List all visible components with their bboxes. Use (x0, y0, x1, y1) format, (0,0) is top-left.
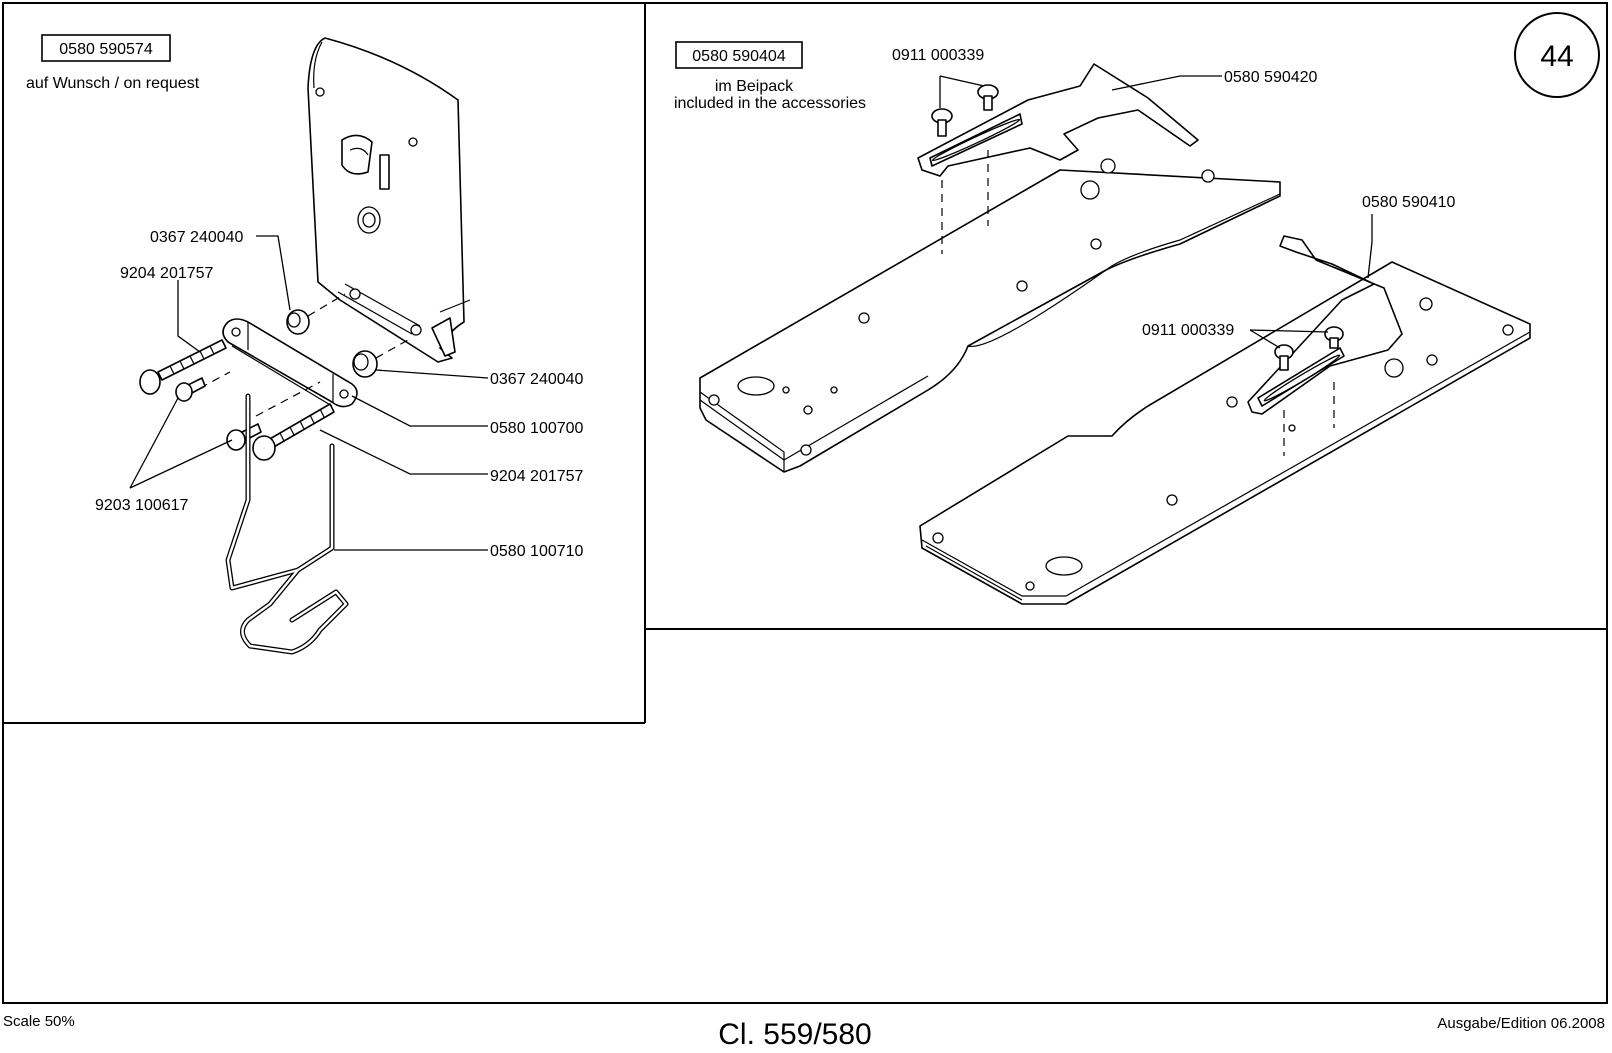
screw-lower-drawing (253, 404, 334, 460)
label-spacer-right: 0367 240040 (490, 371, 584, 388)
kit-number-left: 0580 590574 (59, 41, 153, 58)
page-number-badge: 44 (1515, 13, 1599, 97)
label-guide-top: 0580 590420 (1224, 69, 1318, 86)
kit-note-left: auf Wunsch / on request (26, 75, 200, 92)
label-bracket: 0580 100700 (490, 420, 584, 437)
footer-edition: Ausgabe/Edition 06.2008 (1437, 1015, 1605, 1032)
footer: Scale 50% Cl. 559/580 Ausgabe/Edition 06… (3, 1013, 1605, 1051)
left-panel: 0580 590574 auf Wunsch / on request (26, 35, 584, 652)
kit-note-de: im Beipack (715, 78, 794, 95)
footer-model: Cl. 559/580 (718, 1018, 871, 1051)
label-screw-lower: 9204 201757 (490, 468, 584, 485)
spacer-right-drawing (353, 351, 377, 377)
sheet-frame (3, 3, 1607, 1003)
kit-note-en: included in the accessories (674, 95, 866, 112)
label-wire-guide: 0580 100710 (490, 543, 584, 560)
label-screws-bottom: 0911 000339 (1142, 322, 1234, 339)
label-spacer-top: 0367 240040 (150, 229, 244, 246)
page-number: 44 (1540, 40, 1573, 73)
label-small-screws: 9203 100617 (95, 497, 189, 514)
label-screws-top: 0911 000339 (892, 47, 984, 64)
label-screw-upper: 9204 201757 (120, 265, 214, 282)
footer-scale: Scale 50% (3, 1013, 75, 1030)
bracket-drawing (223, 319, 357, 407)
spacer-top-drawing (287, 310, 309, 334)
right-panel: 0580 590404 im Beipack included in the a… (674, 42, 1530, 604)
presser-plate-drawing (308, 38, 470, 362)
label-guide-bottom: 0580 590410 (1362, 194, 1456, 211)
kit-number-right: 0580 590404 (692, 48, 786, 65)
